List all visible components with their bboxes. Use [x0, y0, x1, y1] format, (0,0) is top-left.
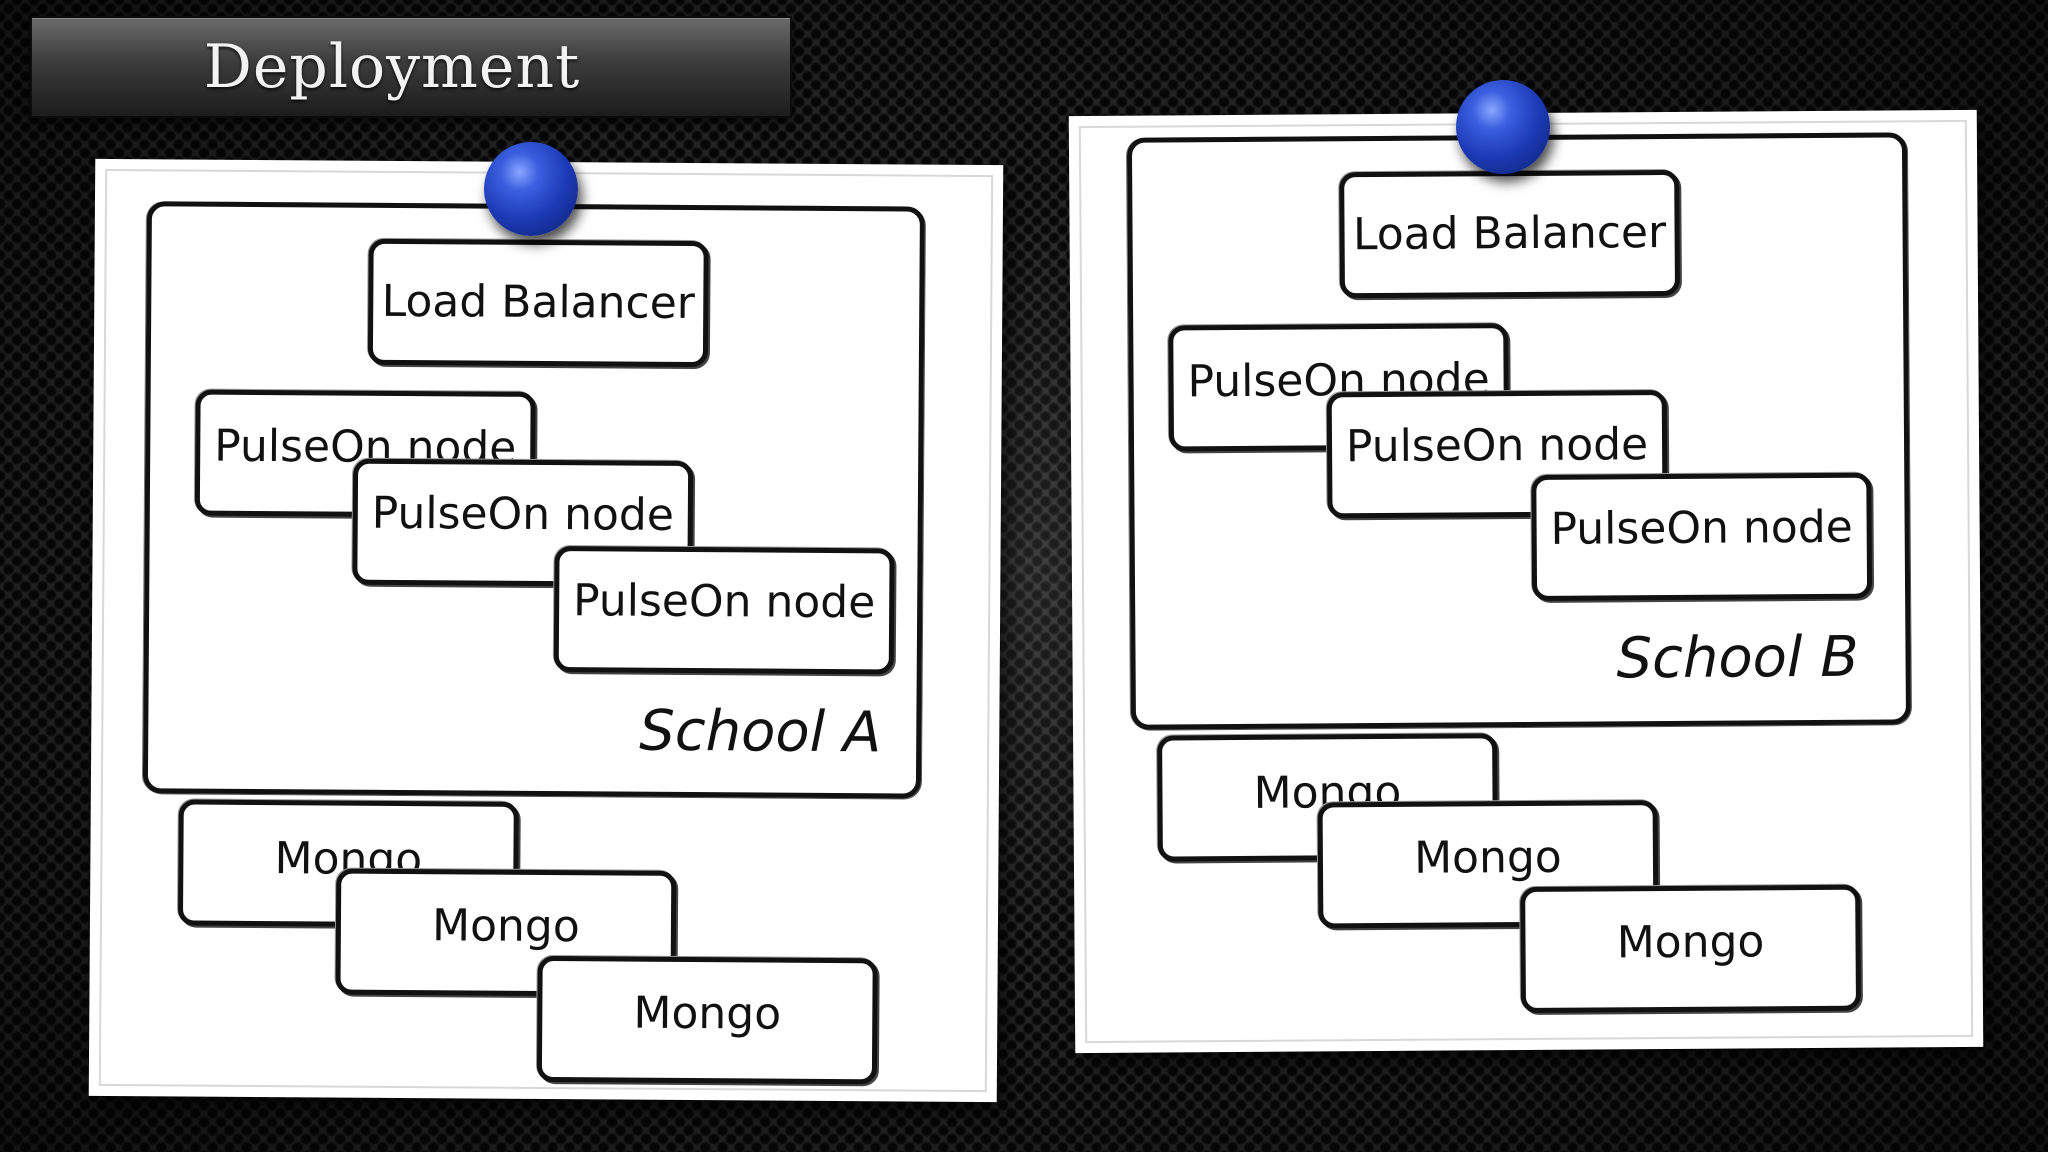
load-balancer-box: Load Balancer: [367, 238, 709, 368]
load-balancer-label: Load Balancer: [1352, 207, 1667, 261]
school-b-panel: Load Balancer PulseOn node PulseOn node …: [1068, 109, 1984, 1054]
mongo-label: Mongo: [1616, 916, 1765, 969]
mongo-box: Mongo: [1520, 884, 1862, 1014]
pulseon-node-box: PulseOn node: [1531, 472, 1873, 601]
pulseon-node-label: PulseOn node: [1550, 501, 1853, 555]
push-pin-icon: [1456, 80, 1550, 174]
load-balancer-label: Load Balancer: [381, 275, 696, 330]
pulseon-node-box: PulseOn node: [553, 546, 895, 675]
school-a-panel: Load Balancer PulseOn node PulseOn node …: [88, 158, 1004, 1103]
school-a-label: School A: [639, 698, 882, 766]
load-balancer-box: Load Balancer: [1339, 169, 1681, 299]
push-pin-icon: [484, 142, 578, 236]
page-title: Deployment: [203, 32, 581, 102]
pulseon-node-label: PulseOn node: [572, 575, 876, 629]
mongo-label: Mongo: [633, 987, 782, 1040]
title-bar: Deployment: [30, 16, 792, 118]
mongo-box: Mongo: [536, 955, 878, 1085]
school-b-label: School B: [1616, 624, 1859, 692]
